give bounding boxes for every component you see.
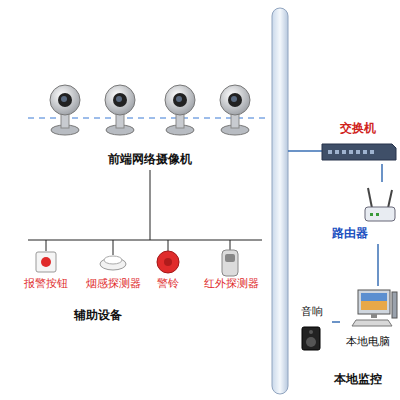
device-node: 红外探测器 [198, 248, 264, 292]
node-label: 音响 [301, 306, 323, 319]
group-label-node: 前端网络摄像机 [95, 150, 205, 170]
node-label: 红外探测器 [204, 278, 259, 291]
node-label: 交换机 [340, 122, 376, 136]
network-backbone [272, 8, 288, 394]
connector [381, 164, 383, 182]
connector [332, 321, 340, 323]
node-label: 报警按钮 [24, 278, 68, 291]
node-label: 辅助设备 [74, 309, 122, 323]
node-label: 路由器 [332, 227, 368, 241]
computer-node: 本地电脑 [340, 286, 396, 350]
computer-icon [352, 290, 397, 326]
switch-icon [322, 144, 396, 160]
router-icon [365, 188, 395, 221]
device-bus [28, 240, 262, 241]
node-label: 本地电脑 [346, 336, 390, 349]
camera-icon [50, 85, 80, 135]
router-node: 路由器 [330, 182, 396, 244]
camera-icon [105, 85, 135, 135]
node-label: 警铃 [157, 278, 179, 291]
node-label: 本地监控 [334, 373, 382, 387]
monitor-group: 本地监控 本地电脑 音响 [290, 250, 396, 390]
switch-node: 交换机 [320, 122, 396, 164]
node-label: 烟感探测器 [86, 278, 141, 291]
camera-icon [165, 85, 195, 135]
smoke-detector-icon [100, 256, 126, 270]
device-group: 辅助设备 报警按钮 烟感探测器 警铃 红外探测器 [10, 240, 268, 326]
device-drop [46, 240, 47, 251]
speaker-icon [302, 327, 320, 350]
node-label: 前端网络摄像机 [108, 153, 192, 167]
speaker-node: 音响 [292, 306, 332, 356]
device-node: 烟感探测器 [80, 248, 146, 292]
alarm-button-icon [36, 252, 56, 272]
backbone-link [288, 150, 322, 152]
bell-icon [157, 251, 179, 273]
device-drop [230, 240, 231, 250]
connector [377, 244, 379, 286]
infrared-detector-icon [222, 250, 238, 276]
device-drop [113, 240, 114, 255]
device-node: 警铃 [150, 248, 186, 292]
connector [150, 170, 151, 240]
device-node: 报警按钮 [17, 248, 75, 292]
device-drop [168, 240, 169, 251]
camera-icon [220, 85, 250, 135]
